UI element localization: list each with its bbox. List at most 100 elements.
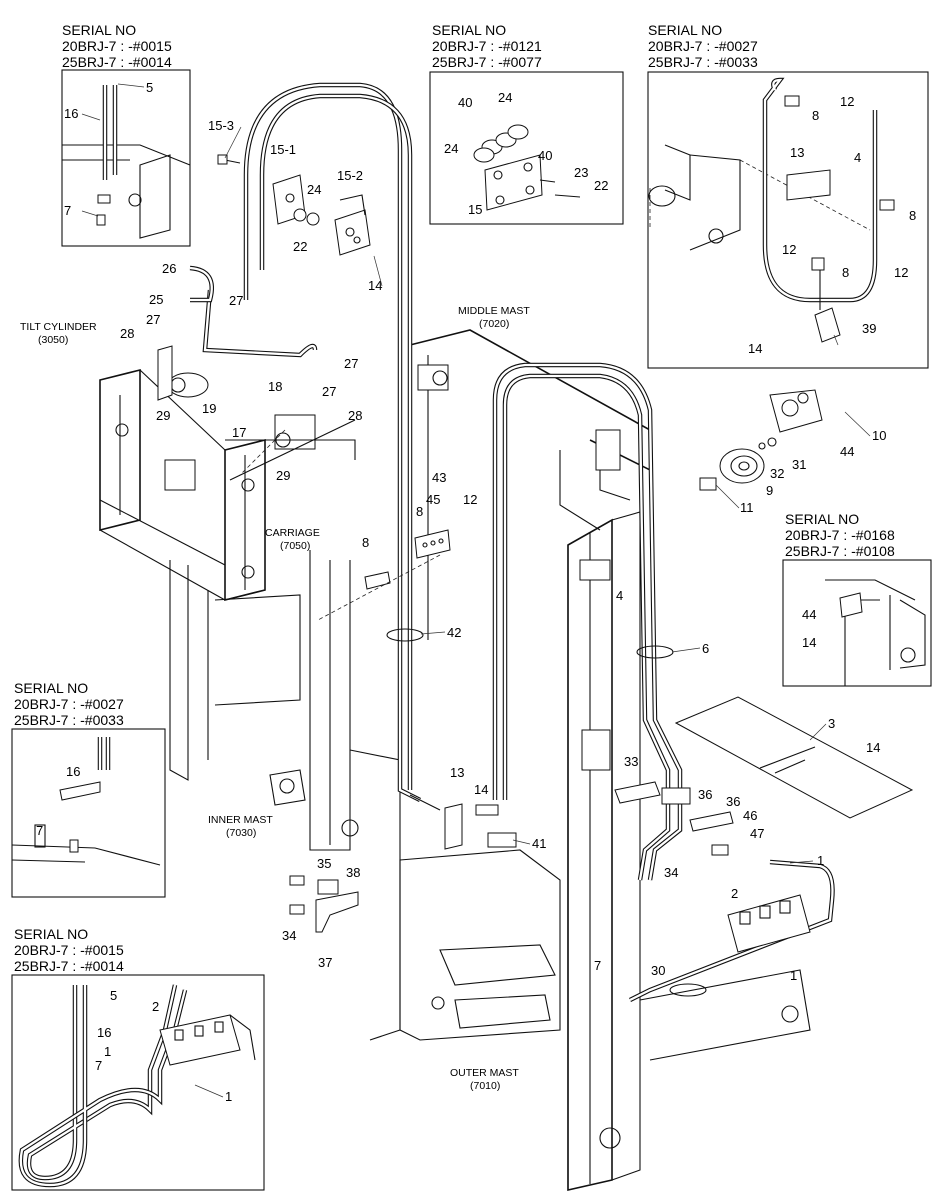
serial-line-2: 25BRJ-7 : -#0014 [62, 54, 172, 70]
inset-drawing-top-middle [473, 124, 581, 211]
serial-line-1: 20BRJ-7 : -#0015 [62, 38, 172, 54]
serial-line-1: 20BRJ-7 : -#0015 [14, 942, 124, 958]
cover-plate-3 [674, 696, 914, 819]
serial-block-top-left: SERIAL NO 20BRJ-7 : -#0015 25BRJ-7 : -#0… [62, 22, 172, 70]
callout-8: 8 [812, 108, 819, 123]
label-middle-mast: MIDDLE MAST (7020) [458, 305, 530, 330]
hose-43-loop [243, 82, 422, 803]
serial-title: SERIAL NO [648, 22, 722, 38]
lower-cross-member [399, 849, 811, 1061]
inset-frame-top-left [61, 69, 191, 247]
callout-29: 29 [276, 468, 290, 483]
callout-7: 7 [95, 1058, 102, 1073]
callout-labels: 5 16 7 15-3 15-1 24 15-2 22 14 26 25 27 … [36, 80, 916, 1104]
callout-2: 2 [152, 999, 159, 1014]
svg-text:(7030): (7030) [226, 827, 256, 839]
callout-1: 1 [104, 1044, 111, 1059]
inner-mast-frame [169, 550, 401, 1041]
callout-8: 8 [842, 265, 849, 280]
inset-drawing-bottom-left [18, 984, 256, 1188]
callout-1: 1 [817, 853, 824, 868]
callout-13: 13 [790, 145, 804, 160]
callout-34: 34 [282, 928, 296, 943]
serial-block-bottom-left: SERIAL NO 20BRJ-7 : -#0015 25BRJ-7 : -#0… [14, 926, 124, 974]
hose-1-bottom [628, 859, 835, 1003]
serial-title: SERIAL NO [432, 22, 506, 38]
bracket-38-37 [289, 875, 359, 933]
callout-39: 39 [862, 321, 876, 336]
serial-block-top-right: SERIAL NO 20BRJ-7 : -#0027 25BRJ-7 : -#0… [648, 22, 758, 70]
fittings-24 [217, 154, 320, 226]
callout-28: 28 [120, 326, 134, 341]
callout-46: 46 [743, 808, 757, 823]
callout-4: 4 [616, 588, 623, 603]
cylinder-tilt [157, 345, 356, 481]
callout-27: 27 [322, 384, 336, 399]
callout-47: 47 [750, 826, 764, 841]
serial-line-1: 20BRJ-7 : -#0027 [14, 696, 124, 712]
callout-40: 40 [538, 148, 552, 163]
callout-23: 23 [574, 165, 588, 180]
callout-14: 14 [802, 635, 816, 650]
callout-24: 24 [498, 90, 512, 105]
svg-text:OUTER MAST: OUTER MAST [450, 1067, 519, 1079]
callout-19: 19 [202, 401, 216, 416]
serial-block-mid-left: SERIAL NO 20BRJ-7 : -#0027 25BRJ-7 : -#0… [14, 680, 124, 728]
callout-43: 43 [432, 470, 446, 485]
callout-9: 9 [766, 483, 773, 498]
callout-14: 14 [748, 341, 762, 356]
serial-line-2: 25BRJ-7 : -#0033 [14, 712, 124, 728]
carriage-backrest [99, 368, 266, 602]
callout-5: 5 [146, 80, 153, 95]
callout-34: 34 [664, 865, 678, 880]
callout-44: 44 [840, 444, 854, 459]
serial-line-2: 25BRJ-7 : -#0108 [785, 543, 895, 559]
serial-line-1: 20BRJ-7 : -#0121 [432, 38, 542, 54]
serial-line-1: 20BRJ-7 : -#0168 [785, 527, 895, 543]
callout-15-1: 15-1 [270, 142, 296, 157]
plate-15-2 [334, 194, 371, 256]
callout-8: 8 [362, 535, 369, 550]
callout-44: 44 [802, 607, 816, 622]
serial-title: SERIAL NO [62, 22, 136, 38]
label-inner-mast: INNER MAST (7030) [208, 814, 273, 839]
bracket-45 [317, 529, 451, 621]
callout-22: 22 [594, 178, 608, 193]
callout-37: 37 [318, 955, 332, 970]
hose-clamp-30 [669, 983, 707, 997]
serial-title: SERIAL NO [14, 680, 88, 696]
callout-12: 12 [840, 94, 854, 109]
callout-8: 8 [909, 208, 916, 223]
callout-36: 36 [698, 787, 712, 802]
block-13-lower [409, 794, 517, 850]
callout-12: 12 [782, 242, 796, 257]
callout-31: 31 [792, 457, 806, 472]
callout-4: 4 [854, 150, 861, 165]
svg-text:MIDDLE MAST: MIDDLE MAST [458, 305, 530, 317]
serial-line-2: 25BRJ-7 : -#0033 [648, 54, 758, 70]
callout-11: 11 [740, 500, 754, 515]
callout-13: 13 [450, 765, 464, 780]
inset-drawing-top-right [648, 77, 895, 343]
callout-35: 35 [317, 856, 331, 871]
callout-7: 7 [64, 203, 71, 218]
svg-text:(7010): (7010) [470, 1080, 500, 1092]
leader-lines [81, 83, 871, 1098]
callout-2: 2 [731, 886, 738, 901]
callout-16: 16 [66, 764, 80, 779]
inset-drawing-mid-right [825, 579, 926, 686]
callout-16: 16 [64, 106, 78, 121]
svg-text:(7020): (7020) [479, 318, 509, 330]
serial-line-1: 20BRJ-7 : -#0027 [648, 38, 758, 54]
svg-text:CARRIAGE: CARRIAGE [265, 527, 320, 539]
inset-frame-mid-left [11, 728, 166, 898]
inset-frame-top-middle [429, 71, 624, 225]
svg-text:TILT CYLINDER: TILT CYLINDER [20, 321, 97, 333]
callout-10: 10 [872, 428, 886, 443]
callout-27: 27 [229, 293, 243, 308]
callout-8: 8 [416, 504, 423, 519]
callout-5: 5 [110, 988, 117, 1003]
serial-title: SERIAL NO [785, 511, 859, 527]
callout-12: 12 [463, 492, 477, 507]
